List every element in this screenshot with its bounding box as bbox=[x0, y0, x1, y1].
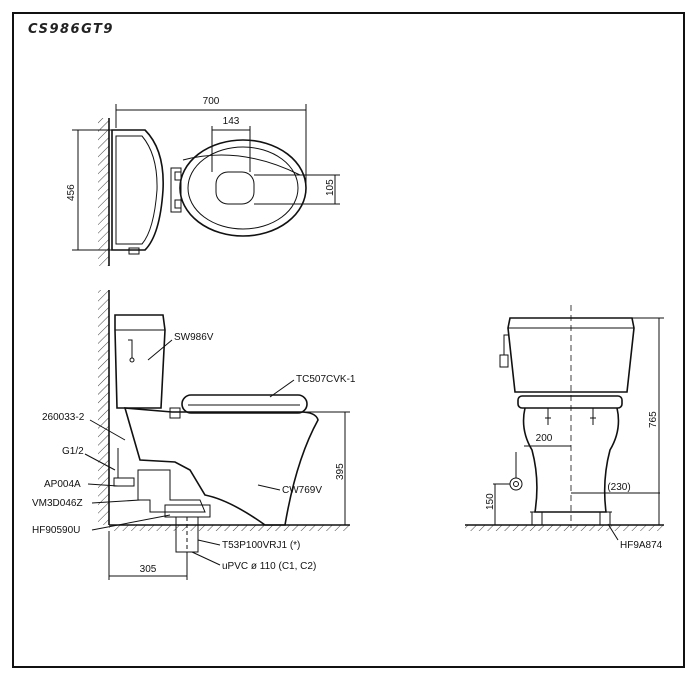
front-flush-lever bbox=[503, 334, 509, 355]
leader-ap004a bbox=[87, 483, 119, 487]
top-seat-inner bbox=[187, 146, 299, 230]
top-seat-outer bbox=[179, 139, 307, 237]
side-flush-knob bbox=[129, 357, 135, 363]
leader-hf90590u bbox=[91, 514, 171, 531]
dim-200: 200 bbox=[536, 433, 553, 444]
side-tank bbox=[114, 314, 166, 409]
side-seat bbox=[181, 394, 308, 414]
side-trap bbox=[137, 469, 206, 513]
top-hinge-1 bbox=[174, 171, 182, 181]
label-flange: T53P100VRJ1 (*) bbox=[222, 540, 300, 551]
front-bolt-right bbox=[599, 511, 611, 526]
leader-flange bbox=[197, 539, 221, 546]
top-view: 700 143 105 456 bbox=[66, 96, 340, 266]
leader-pipe bbox=[191, 551, 221, 566]
dim-305: 305 bbox=[140, 564, 157, 575]
top-drain bbox=[215, 171, 255, 205]
leader-260033 bbox=[89, 419, 126, 441]
side-wall-hatch bbox=[98, 290, 109, 525]
label-tank: SW986V bbox=[174, 332, 214, 343]
dim-700: 700 bbox=[203, 96, 220, 107]
leader-tank bbox=[147, 339, 173, 361]
leader-bowl bbox=[257, 484, 281, 491]
dim-105: 105 bbox=[325, 179, 336, 196]
dim-150: 150 bbox=[485, 493, 496, 510]
side-view: 395 305 SW986V TC507CVK-1 CW769V 260033-… bbox=[32, 290, 356, 580]
label-ap004a: AP004A bbox=[44, 479, 81, 490]
leader-vm3d046z bbox=[91, 499, 141, 504]
front-floor-hatch bbox=[465, 525, 664, 531]
front-flush-knob bbox=[499, 354, 509, 368]
dim-456: 456 bbox=[66, 184, 77, 201]
dim-143: 143 bbox=[223, 116, 240, 127]
side-valve bbox=[113, 477, 135, 487]
model-title: CS986GT9 bbox=[28, 22, 114, 37]
side-hinge bbox=[169, 407, 181, 419]
top-hinge-2 bbox=[174, 199, 182, 209]
label-260033: 260033-2 bbox=[42, 412, 85, 423]
label-hf9a874: HF9A874 bbox=[620, 540, 663, 551]
front-view: 200 150 (230) 765 HF9A874 bbox=[465, 305, 664, 551]
top-wall-hatch bbox=[98, 118, 109, 266]
drawing-frame bbox=[12, 12, 685, 668]
label-seat: TC507CVK-1 bbox=[296, 374, 356, 385]
label-bowl: CW769V bbox=[282, 485, 322, 496]
top-tank-inner bbox=[115, 135, 158, 245]
top-tank-knob bbox=[128, 247, 140, 255]
label-pipe: uPVC ø 110 (C1, C2) bbox=[222, 561, 316, 572]
leader-hf9a874 bbox=[607, 523, 619, 541]
side-floor-hatch bbox=[109, 525, 350, 531]
leader-g12 bbox=[84, 453, 116, 471]
front-valve bbox=[509, 477, 523, 491]
top-hinge-block bbox=[170, 167, 182, 213]
dim-395: 395 bbox=[335, 463, 346, 480]
side-flush-lever bbox=[128, 339, 133, 358]
front-seat bbox=[517, 395, 623, 409]
front-bolt-left bbox=[531, 511, 543, 526]
dim-230: (230) bbox=[607, 482, 630, 493]
label-hf90590u: HF90590U bbox=[32, 525, 80, 536]
label-g12: G1/2 bbox=[62, 446, 84, 457]
dim-765: 765 bbox=[648, 411, 659, 428]
front-valve-core bbox=[513, 481, 519, 487]
top-seat-curve bbox=[182, 154, 301, 176]
leader-seat bbox=[269, 379, 295, 398]
label-vm3d046z: VM3D046Z bbox=[32, 498, 83, 509]
side-bowl bbox=[123, 407, 319, 526]
top-tank-outline bbox=[111, 129, 164, 251]
